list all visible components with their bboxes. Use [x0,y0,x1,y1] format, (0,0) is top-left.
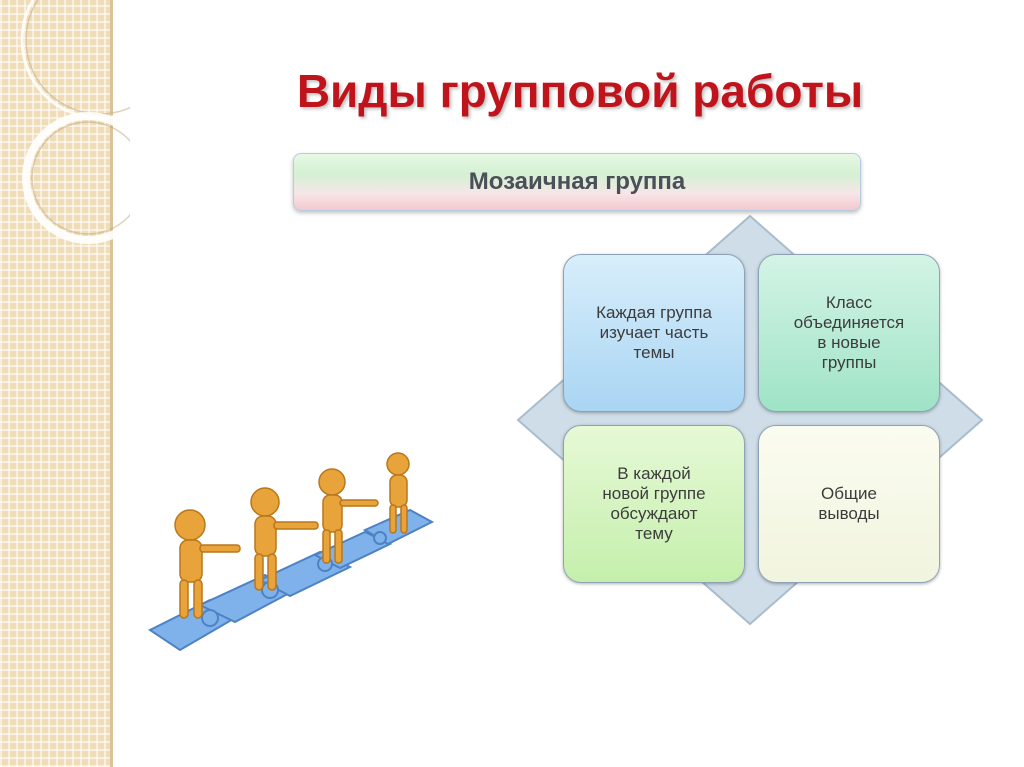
card-conclusions: Общие выводы [758,425,940,583]
people-on-puzzle-illustration [148,452,435,652]
card-study-part: Каждая группа изучает часть темы [563,254,745,412]
person-figures [174,452,410,619]
card-regroup: Класс объединяется в новые группы [758,254,940,412]
group-type-banner: Мозаичная группа [293,153,861,211]
slide-title: Виды групповой работы [296,65,864,117]
card-discuss: В каждой новой группе обсуждают тему [563,425,745,583]
decorative-circles [20,0,130,244]
